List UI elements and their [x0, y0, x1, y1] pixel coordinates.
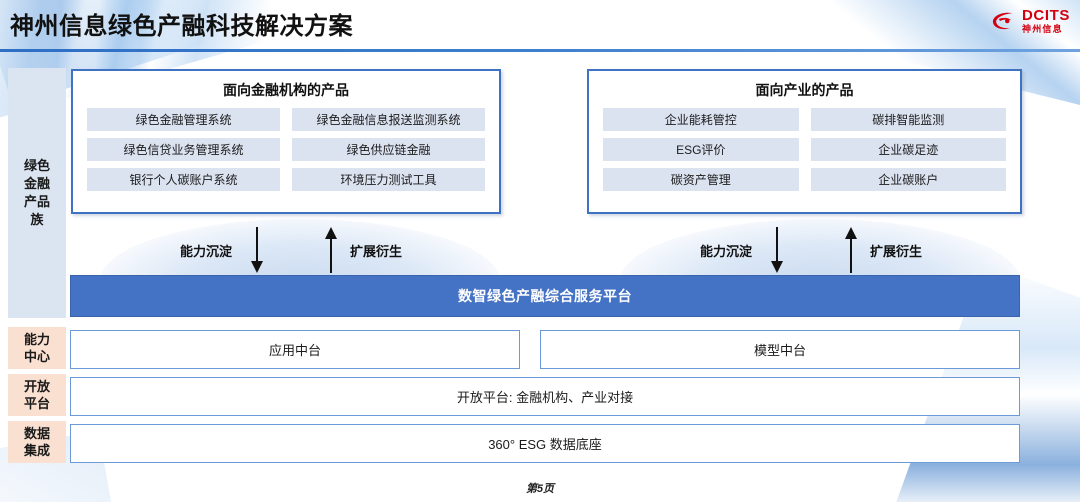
arrow-down-icon [771, 227, 784, 273]
box-application-middle-platform[interactable]: 应用中台 [70, 330, 520, 369]
product-chip[interactable]: 企业碳账户 [810, 168, 1006, 191]
flow-up-label: 扩展衍生 [870, 243, 923, 259]
product-chip[interactable]: 碳排智能监测 [810, 108, 1006, 131]
brand-logo: DCITS 神州信息 [991, 8, 1070, 34]
flow-down-label: 能力沉淀 [180, 243, 233, 259]
rail-green-product-family: 绿色 金融 产品 族 [8, 68, 66, 318]
box-open-platform[interactable]: 开放平台: 金融机构、产业对接 [70, 377, 1020, 416]
rail-line: 平台 [23, 396, 50, 411]
product-chip[interactable]: 碳资产管理 [603, 168, 799, 191]
product-chip[interactable]: ESG评价 [603, 138, 799, 161]
rail-line: 能力 [23, 332, 50, 347]
page-title: 神州信息绿色产融科技解决方案 [10, 13, 353, 40]
product-chip[interactable]: 企业能耗管控 [603, 108, 799, 131]
product-chip[interactable]: 绿色供应链金融 [292, 138, 485, 161]
page-number: 第5页 [525, 483, 555, 495]
header-divider [0, 49, 1080, 52]
rail-line: 集成 [23, 443, 50, 458]
flow-down-label: 能力沉淀 [700, 243, 753, 259]
box-model-middle-platform[interactable]: 模型中台 [540, 330, 1020, 369]
product-chip[interactable]: 企业碳足迹 [810, 138, 1006, 161]
rail-line: 族 [30, 212, 44, 227]
logo-text-en: DCITS [1022, 7, 1070, 24]
flow-up-label: 扩展衍生 [350, 243, 403, 259]
arrow-up-icon [845, 227, 858, 273]
panel-industry: 面向产业的产品 企业能耗管控 碳排智能监测 ESG评价 企业碳足迹 碳资产管理 … [587, 69, 1022, 214]
panel-financial-institutions: 面向金融机构的产品 绿色金融管理系统 绿色金融信息报送监测系统 绿色信贷业务管理… [71, 69, 501, 214]
rail-ability-center: 能力 中心 [8, 327, 66, 369]
panel-title: 面向产业的产品 [755, 82, 854, 98]
product-chip[interactable]: 环境压力测试工具 [292, 168, 485, 191]
rail-line: 中心 [23, 349, 50, 364]
rail-line: 开放 [23, 379, 50, 394]
rail-line: 绿色 [23, 158, 50, 173]
arrow-down-icon [251, 227, 264, 273]
logo-text-cn: 神州信息 [1022, 24, 1063, 34]
rail-line: 数据 [23, 426, 50, 441]
rail-data-integration: 数据 集成 [8, 421, 66, 463]
dcits-swirl-logo-icon [992, 12, 1013, 30]
rail-line: 产品 [23, 194, 50, 209]
product-chip[interactable]: 绿色金融管理系统 [87, 108, 280, 131]
box-data-foundation[interactable]: 360° ESG 数据底座 [70, 424, 1020, 463]
product-chip[interactable]: 绿色信贷业务管理系统 [87, 138, 280, 161]
panel-title: 面向金融机构的产品 [223, 82, 349, 98]
flow-group-left: 能力沉淀 扩展衍生 [180, 222, 402, 278]
product-chip[interactable]: 绿色金融信息报送监测系统 [292, 108, 485, 131]
panel-items: 绿色金融管理系统 绿色金融信息报送监测系统 绿色信贷业务管理系统 绿色供应链金融… [73, 108, 499, 191]
rail-line: 金融 [23, 176, 50, 191]
panel-items: 企业能耗管控 碳排智能监测 ESG评价 企业碳足迹 碳资产管理 企业碳账户 [589, 108, 1020, 191]
platform-bar[interactable]: 数智绿色产融综合服务平台 [70, 275, 1020, 317]
rail-open-platform: 开放 平台 [8, 374, 66, 416]
arrow-up-icon [325, 227, 338, 273]
flow-group-right: 能力沉淀 扩展衍生 [700, 222, 922, 278]
product-chip[interactable]: 银行个人碳账户系统 [87, 168, 280, 191]
